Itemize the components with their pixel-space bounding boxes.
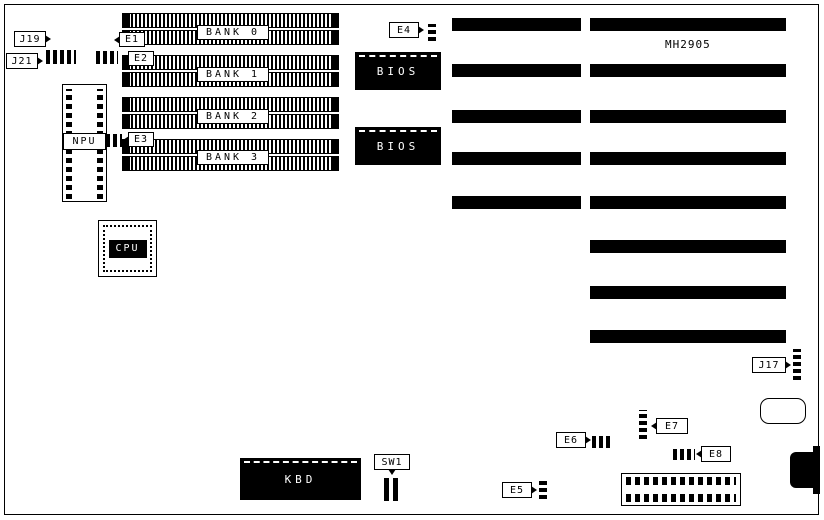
rounded-outline-component <box>760 398 806 424</box>
expansion-slot <box>452 18 581 31</box>
jumper-pins-e1-e2 <box>96 51 118 64</box>
jumper-pins-e5 <box>539 480 547 499</box>
cpu-label: CPU <box>108 239 147 258</box>
bios-label: BIOS <box>376 139 420 153</box>
bios-chip-top: BIOS <box>355 52 441 90</box>
jumper-pins-e6 <box>592 436 612 448</box>
jumper-label-e7: E7 <box>656 418 688 434</box>
expansion-slot <box>590 196 786 209</box>
kbd-chip: KBD <box>240 458 361 500</box>
expansion-slot <box>452 64 581 77</box>
bank-1-label: BANK 1 <box>197 67 269 82</box>
power-pin-row <box>626 494 736 502</box>
switch-label-sw1: SW1 <box>374 454 410 470</box>
npu-label: NPU <box>63 133 106 150</box>
jumper-label-e5: E5 <box>502 482 532 498</box>
jumper-label-j21: J21 <box>6 53 38 69</box>
jumper-pins-e7 <box>639 410 647 439</box>
jumper-label-e3: E3 <box>128 132 154 147</box>
bios-chip-bottom: BIOS <box>355 127 441 165</box>
switch-pins-sw1 <box>384 478 398 501</box>
expansion-slot <box>590 286 786 299</box>
chip-notch <box>359 55 437 57</box>
expansion-slot <box>590 64 786 77</box>
bios-label: BIOS <box>376 64 420 78</box>
keyboard-din-connector <box>790 452 816 488</box>
expansion-slot <box>590 18 786 31</box>
simm-row <box>122 139 339 154</box>
board-outline <box>4 4 819 515</box>
power-connector <box>621 473 741 506</box>
jumper-pins-e8 <box>673 449 695 460</box>
jumper-pins-j19-j21 <box>46 50 76 64</box>
jumper-label-j17: J17 <box>752 357 786 373</box>
jumper-pins-j17 <box>793 349 801 380</box>
jumper-pins-e4 <box>428 24 436 41</box>
bank-0-label: BANK 0 <box>197 25 269 40</box>
expansion-slot <box>590 110 786 123</box>
kbd-label: KBD <box>284 472 317 486</box>
expansion-slot <box>590 152 786 165</box>
jumper-label-e8: E8 <box>701 446 731 462</box>
bank-2-label: BANK 2 <box>197 109 269 124</box>
jumper-pins-e3 <box>106 134 122 147</box>
expansion-slot <box>590 240 786 253</box>
jumper-label-e2: E2 <box>128 51 154 66</box>
chip-notch <box>359 130 437 132</box>
jumper-label-j19: J19 <box>14 31 46 47</box>
jumper-label-e4: E4 <box>389 22 419 38</box>
bank-3-label: BANK 3 <box>197 150 269 165</box>
jumper-label-e1: E1 <box>119 32 145 47</box>
part-number-label: MH2905 <box>665 38 711 51</box>
power-pin-row <box>626 477 736 485</box>
cpu-socket: CPU <box>98 220 157 277</box>
keyboard-din-connector-flange <box>813 446 820 494</box>
expansion-slot <box>452 196 581 209</box>
expansion-slot <box>590 330 786 343</box>
jumper-label-e6: E6 <box>556 432 586 448</box>
expansion-slot <box>452 152 581 165</box>
cpu-pin-grid <box>103 225 152 272</box>
expansion-slot <box>452 110 581 123</box>
chip-notch <box>244 461 357 463</box>
